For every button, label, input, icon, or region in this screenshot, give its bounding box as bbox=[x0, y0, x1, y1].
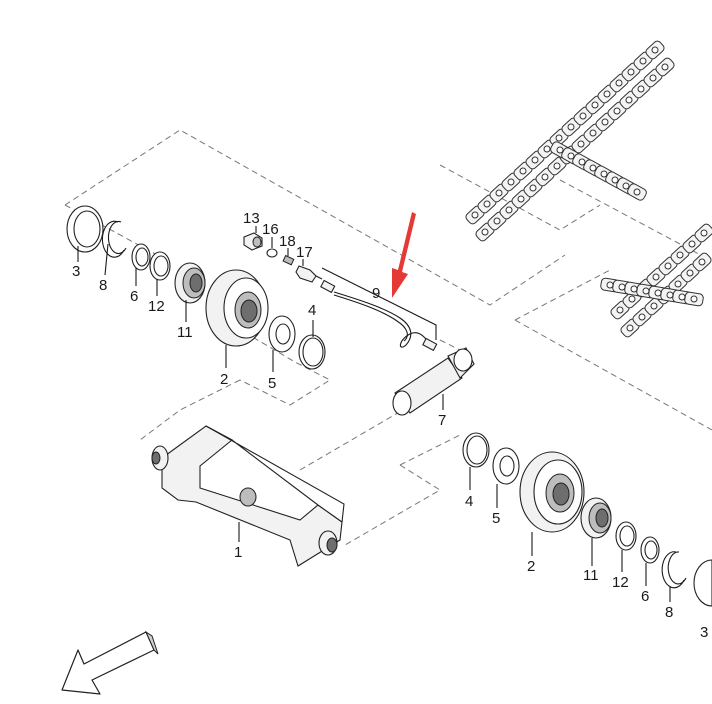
callout-2-right: 2 bbox=[527, 558, 535, 575]
callout-labels: 3 8 6 12 11 2 5 4 13 16 18 17 9 7 1 4 5 … bbox=[72, 210, 708, 641]
part-11-bearing-right bbox=[580, 497, 612, 539]
track-chain-upper-link bbox=[475, 222, 495, 242]
track-chain-upper-link bbox=[633, 51, 653, 71]
track-chain-lower-link bbox=[694, 223, 712, 243]
track-chain-upper-link bbox=[583, 123, 603, 143]
track-chain-upper-link bbox=[489, 183, 509, 203]
track-chain-lower-link bbox=[680, 263, 700, 283]
callout-6-left: 6 bbox=[130, 288, 138, 305]
part-17-fitting bbox=[295, 265, 323, 283]
part-12-ring-left bbox=[149, 251, 171, 281]
leader-lines bbox=[77, 226, 671, 602]
callout-16: 16 bbox=[262, 221, 279, 238]
callout-5-right: 5 bbox=[492, 510, 500, 527]
track-chain-upper-link bbox=[511, 189, 531, 209]
red-pointer-arrow-icon bbox=[392, 212, 416, 298]
callout-3-left: 3 bbox=[72, 263, 80, 280]
track-chain-lower-link bbox=[684, 291, 704, 307]
part-8-retaining-ring-right bbox=[661, 551, 687, 589]
part-6-washer-left bbox=[131, 243, 151, 271]
part-4-o-ring-left bbox=[298, 334, 326, 370]
track-chain-upper-link bbox=[571, 134, 591, 154]
track-chain-upper-link bbox=[609, 73, 629, 93]
callout-8-right: 8 bbox=[665, 604, 673, 621]
part-5-washer-right bbox=[492, 447, 520, 485]
direction-arrow-icon bbox=[61, 630, 159, 695]
track-chain-upper-link bbox=[573, 106, 593, 126]
part-8-retaining-ring-left bbox=[101, 220, 127, 258]
part-16-seal bbox=[266, 248, 278, 258]
track-chain-upper-link bbox=[645, 40, 665, 60]
callout-1: 1 bbox=[234, 544, 242, 561]
part-5-washer-left bbox=[268, 315, 296, 353]
track-chain-upper-link bbox=[619, 90, 639, 110]
track-chain-upper-link bbox=[607, 101, 627, 121]
track-chain-upper bbox=[465, 40, 675, 242]
callout-11-right: 11 bbox=[583, 567, 599, 584]
callout-13: 13 bbox=[243, 210, 260, 227]
callout-12-right: 12 bbox=[612, 574, 629, 591]
callout-4-right: 4 bbox=[465, 493, 473, 510]
part-1-frame bbox=[151, 425, 345, 567]
part-4-o-ring-right bbox=[462, 432, 490, 468]
callout-8-left: 8 bbox=[99, 277, 107, 294]
track-chain-upper-link bbox=[595, 112, 615, 132]
part-18-pin bbox=[282, 254, 295, 266]
callout-4-left: 4 bbox=[308, 302, 316, 319]
callout-2-left: 2 bbox=[220, 371, 228, 388]
callout-9: 9 bbox=[372, 285, 380, 302]
callout-17: 17 bbox=[296, 244, 313, 261]
part-7-shaft bbox=[392, 347, 475, 416]
part-11-bearing-left bbox=[174, 262, 206, 304]
part-2-roller-wheel-left bbox=[205, 269, 269, 347]
part-9-grease-hose bbox=[320, 267, 438, 352]
track-chain-upper-link bbox=[547, 156, 567, 176]
part-13-plug bbox=[243, 232, 263, 251]
track-chain-lower-link bbox=[646, 267, 666, 287]
track-chain-lower-link bbox=[692, 252, 712, 272]
part-12-ring-right bbox=[615, 521, 637, 551]
callout-5-left: 5 bbox=[268, 375, 276, 392]
track-chain-lower-link bbox=[610, 300, 630, 320]
part-6-washer-right bbox=[640, 536, 660, 564]
part-2-roller-wheel-right bbox=[519, 451, 585, 533]
track-chain-lower-link bbox=[682, 234, 702, 254]
track-chain-upper-link bbox=[501, 172, 521, 192]
track-chain-upper-link bbox=[627, 183, 647, 201]
track-chain-lower-link bbox=[632, 307, 652, 327]
part-3-snap-ring-right bbox=[693, 559, 712, 607]
callout-12-left: 12 bbox=[148, 298, 165, 315]
callout-7: 7 bbox=[438, 412, 446, 429]
callout-11-left: 11 bbox=[177, 324, 193, 341]
part-3-snap-ring-left bbox=[66, 205, 104, 253]
callout-6-right: 6 bbox=[641, 588, 649, 605]
track-chain-lower bbox=[600, 223, 712, 338]
callout-3-right: 3 bbox=[700, 624, 708, 641]
track-chain-upper-link bbox=[655, 57, 675, 77]
callout-18: 18 bbox=[279, 233, 296, 250]
